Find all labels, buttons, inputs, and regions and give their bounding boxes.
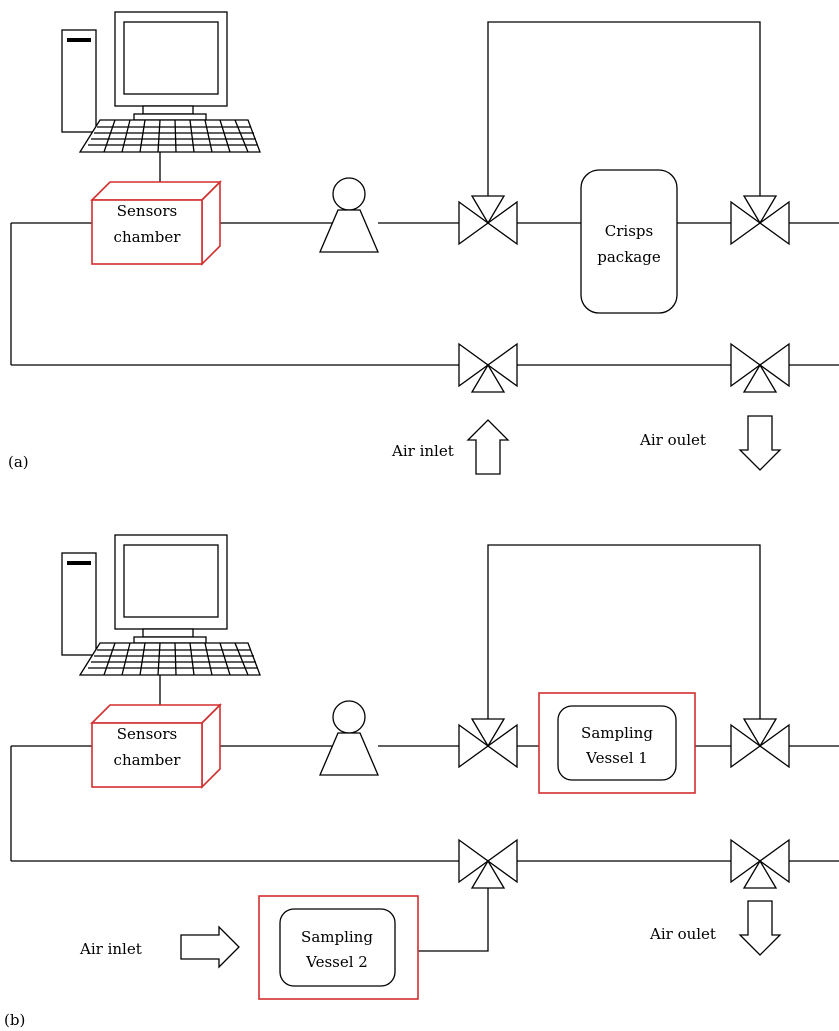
valve-icon	[458, 343, 518, 393]
computer-icon	[60, 533, 262, 707]
computer-icon	[60, 10, 262, 184]
panel-b: Sensors chamber Sampling Vessel 1 Sampli…	[4, 533, 839, 1029]
sampling-vessel-1-label-1: Sampling	[581, 724, 653, 742]
air-inlet-label: Air inlet	[79, 940, 142, 958]
valve-icon	[730, 839, 790, 889]
sensors-chamber-box	[91, 181, 221, 265]
air-outlet-label: Air oulet	[639, 431, 706, 449]
valve-icon	[730, 343, 790, 393]
panel-a: Sensors chamber Crisps package Air inlet…	[8, 10, 839, 475]
sampling-vessel-2-frame	[258, 895, 419, 1000]
crisps-package-label-1: Crisps	[605, 222, 653, 240]
sampling-vessel-1-box	[557, 705, 677, 781]
air-outlet-arrow-icon	[738, 900, 782, 956]
sensors-chamber-label-2: chamber	[114, 228, 182, 246]
crisps-package-label-2: package	[597, 248, 661, 266]
air-outlet-label: Air oulet	[649, 925, 716, 943]
air-inlet-label: Air inlet	[391, 442, 454, 460]
valve-icon	[458, 718, 518, 768]
air-inlet-arrow-icon	[180, 925, 240, 969]
sensors-chamber-label-1: Sensors	[117, 202, 177, 220]
air-outlet-arrow-icon	[738, 415, 782, 471]
valve-icon	[458, 839, 518, 889]
sampling-vessel-2-box	[279, 908, 396, 987]
valve-icon	[730, 718, 790, 768]
valve-icon	[730, 195, 790, 245]
valve-icon	[458, 195, 518, 245]
sampling-vessel-2-label-1: Sampling	[301, 928, 373, 946]
sampling-vessel-1-label-2: Vessel 1	[585, 749, 648, 767]
pump-icon	[319, 700, 379, 776]
pump-icon	[319, 177, 379, 253]
panel-label: (a)	[8, 453, 29, 471]
sampling-vessel-1-frame	[538, 692, 696, 794]
panel-label: (b)	[4, 1011, 25, 1029]
sensors-chamber-label-1: Sensors	[117, 725, 177, 743]
sampling-vessel-2-label-2: Vessel 2	[305, 953, 368, 971]
sensors-chamber-box	[91, 704, 221, 788]
crisps-package-box	[580, 169, 678, 314]
sensors-chamber-label-2: chamber	[114, 751, 182, 769]
air-inlet-arrow-icon	[466, 419, 510, 475]
